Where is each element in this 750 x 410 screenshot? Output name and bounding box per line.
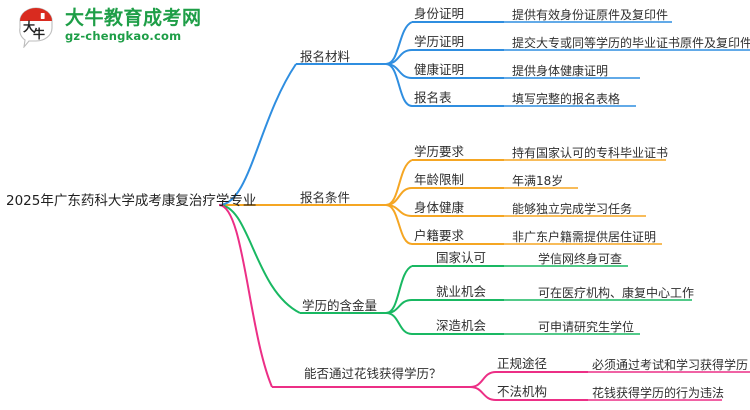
detail-node-bufa-jigou[interactable]: 花钱获得学历的行为违法 — [592, 386, 725, 400]
sub-node-xueli-zhengming[interactable]: 学历证明 — [414, 34, 465, 49]
branch-node-baoming-cailiao[interactable]: 报名材料 — [300, 49, 351, 64]
sub-node-jiankang-zhengming[interactable]: 健康证明 — [414, 62, 465, 77]
detail-node-xueli-zhengming[interactable]: 提交大专或同等学历的毕业证书原件及复印件 — [512, 36, 750, 50]
sub-node-huji-yaoqiu[interactable]: 户籍要求 — [414, 228, 465, 243]
sub-node-shenti-jiankang[interactable]: 身体健康 — [414, 200, 465, 215]
detail-node-xueli-yaoqiu[interactable]: 持有国家认可的专科毕业证书 — [512, 146, 669, 160]
sub-node-nianling-xianzhi[interactable]: 年龄限制 — [414, 172, 465, 187]
detail-node-shenti-jiankang[interactable]: 能够独立完成学习任务 — [512, 202, 633, 216]
sub-node-bufa-jigou[interactable]: 不法机构 — [497, 384, 548, 399]
detail-node-zhenggui-tujing[interactable]: 必须通过考试和学习获得学历 — [592, 358, 749, 372]
sub-node-xueli-yaoqiu[interactable]: 学历要求 — [414, 144, 465, 159]
branch-node-xueli-hanjinliang[interactable]: 学历的含金量 — [302, 298, 378, 313]
site-logo[interactable]: 大 牛 大牛教育成考网 gz-chengkao.com — [14, 4, 202, 48]
branch-node-nengfou-huaqian[interactable]: 能否通过花钱获得学历？ — [304, 366, 442, 381]
svg-text:牛: 牛 — [33, 26, 45, 41]
sub-node-baomingbiao[interactable]: 报名表 — [414, 90, 452, 105]
logo-text-block: 大牛教育成考网 gz-chengkao.com — [65, 9, 202, 43]
detail-node-baomingbiao[interactable]: 填写完整的报名表格 — [512, 92, 621, 106]
sub-node-shenfen-zhengming[interactable]: 身份证明 — [414, 6, 465, 21]
detail-node-jiankang-zhengming[interactable]: 提供身体健康证明 — [512, 64, 609, 78]
detail-node-jiuye-jihui[interactable]: 可在医疗机构、康复中心工作 — [538, 286, 695, 300]
branch-node-baoming-tiaojian[interactable]: 报名条件 — [300, 190, 351, 205]
mindmap-root-node[interactable]: 2025年广东药科大学成考康复治疗学专业 — [6, 193, 257, 209]
detail-node-guojia-renke[interactable]: 学信网终身可查 — [538, 252, 623, 266]
svg-text:大: 大 — [23, 19, 35, 34]
sub-node-shenzao-jihui[interactable]: 深造机会 — [436, 318, 487, 333]
logo-title: 大牛教育成考网 — [65, 7, 202, 30]
logo-subtitle: gz-chengkao.com — [65, 29, 182, 44]
detail-node-shenzao-jihui[interactable]: 可申请研究生学位 — [538, 320, 635, 334]
detail-node-nianling-xianzhi[interactable]: 年满18岁 — [512, 174, 564, 188]
sub-node-guojia-renke[interactable]: 国家认可 — [436, 250, 487, 265]
detail-node-shenfen-zhengming[interactable]: 提供有效身份证原件及复印件 — [512, 8, 669, 22]
sub-node-jiuye-jihui[interactable]: 就业机会 — [436, 284, 487, 299]
speech-bubble-logo-icon: 大 牛 — [14, 4, 58, 48]
detail-node-huji-yaoqiu[interactable]: 非广东户籍需提供居住证明 — [512, 230, 657, 244]
sub-node-zhenggui-tujing[interactable]: 正规途径 — [497, 356, 548, 371]
